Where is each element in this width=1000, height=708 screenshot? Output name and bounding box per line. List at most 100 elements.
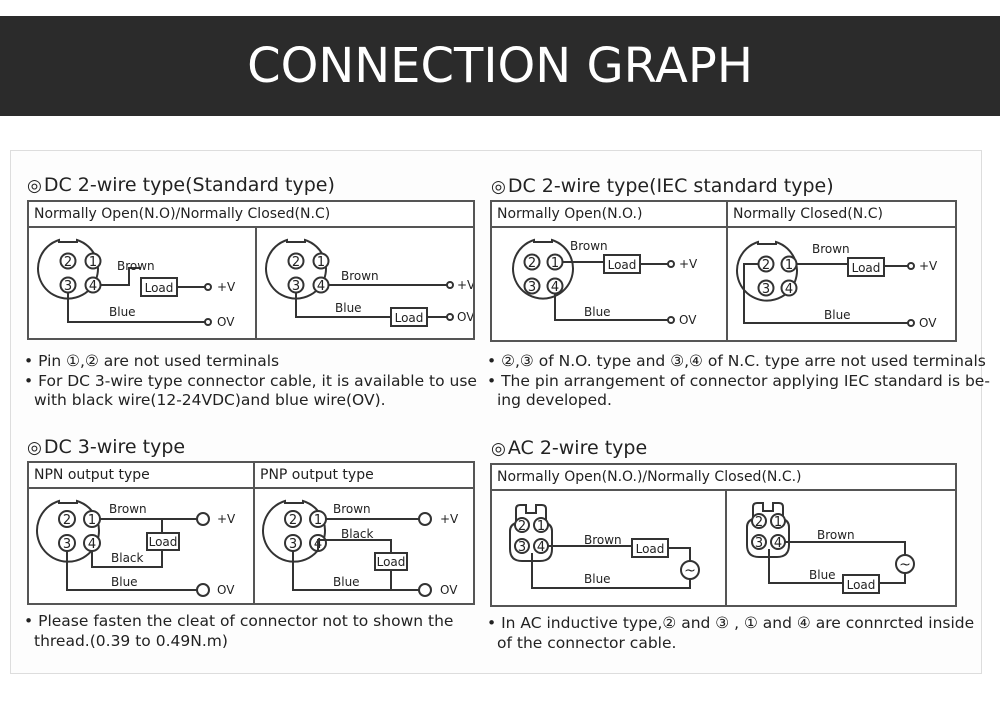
section-title-dc2-standard: ◎DC 2-wire type(Standard type) [27, 174, 335, 196]
panel-divider [726, 202, 728, 340]
blue-label: Blue [584, 305, 611, 319]
brown-label: Brown [570, 239, 608, 253]
svg-text:Load: Load [149, 535, 178, 549]
plus-v-label: +V [217, 280, 236, 294]
svg-text:1: 1 [774, 515, 782, 530]
pin-4-label: 4 [89, 279, 97, 294]
blue-wire [531, 553, 691, 589]
section-title-dc2-iec: ◎DC 2-wire type(IEC standard type) [491, 175, 834, 197]
zero-terminal [418, 583, 432, 597]
blue-wire [292, 551, 419, 591]
svg-text:OV: OV [440, 583, 458, 597]
pin-2-label: 2 [292, 255, 300, 270]
svg-text:4: 4 [88, 537, 96, 552]
dc2-iec-box: Normally Open(N.O.) Normally Closed(N.C)… [490, 200, 957, 342]
brown-label: Brown [812, 242, 850, 256]
dc2-iec-header-nc: Normally Closed(N.C) [728, 202, 955, 228]
svg-text:+V: +V [679, 257, 698, 271]
blue-wire [295, 292, 391, 318]
connector: 2 1 3 4 [512, 238, 574, 300]
pin-1-label: 1 [89, 255, 97, 270]
note-line: with black wire(12-24VDC)and blue wire(O… [34, 391, 386, 409]
svg-text:2: 2 [63, 513, 71, 528]
blue-wire [743, 263, 908, 324]
plus-terminal [667, 260, 675, 268]
zero-v-label: OV [217, 315, 235, 329]
svg-text:3: 3 [518, 540, 526, 555]
pin-3-label: 3 [292, 279, 300, 294]
ac2-right-diagram: 2 1 3 4 Brown ~ Load Blue [727, 491, 955, 605]
dc2-standard-notes: • Pin ①,② are not used terminals • For D… [24, 352, 477, 411]
load-label: Load [395, 311, 424, 325]
svg-text:OV: OV [919, 316, 937, 330]
dc3-header-pnp: PNP output type [255, 463, 473, 489]
note-line: • The pin arrangement of connector apply… [487, 371, 990, 390]
dc2-iec-notes: • ②,③ of N.O. type and ③,④ of N.C. type … [487, 352, 990, 411]
black-wire [317, 539, 392, 553]
connector: 2 1 3 4 [265, 238, 330, 300]
note-line: • For DC 3-wire type connector cable, it… [24, 371, 477, 390]
dc3-header-npn: NPN output type [29, 463, 253, 489]
dc2-standard-box: Normally Open(N.O)/Normally Closed(N.C) … [27, 200, 475, 340]
blue-label: Blue [584, 572, 611, 586]
plus-terminal [204, 283, 212, 291]
connector: 2 1 3 4 [509, 504, 553, 562]
note-line: • Pin ①,② are not used terminals [24, 352, 280, 370]
svg-text:Load: Load [608, 258, 637, 272]
connector: 2 1 3 4 [736, 240, 798, 302]
connector: 2 1 3 4 [262, 499, 327, 563]
svg-text:Load: Load [847, 578, 876, 592]
pin-3-label: 3 [64, 279, 72, 294]
svg-text:1: 1 [537, 519, 545, 534]
connector: 2 1 3 4 [37, 238, 102, 300]
blue-label: Blue [111, 575, 138, 589]
dc2-standard-left-diagram: 2 1 3 4 Brown Load +V Blue OV [29, 228, 255, 338]
blue-wire [67, 292, 205, 323]
note-line: of the connector cable. [497, 633, 677, 652]
plus-v-label: +V [457, 278, 473, 292]
panel-divider [253, 463, 255, 603]
dc3-pnp-diagram: 2 1 3 4 Brown +V Black Load Blue OV [255, 489, 473, 603]
ac2-left-diagram: 2 1 3 4 Brown Load ~ Blue [492, 491, 725, 605]
svg-text:3: 3 [289, 537, 297, 552]
blue-label: Blue [824, 308, 851, 322]
zero-terminal [204, 318, 212, 326]
svg-text:+V: +V [217, 512, 236, 526]
pin-1-label: 1 [317, 255, 325, 270]
note-line: • In AC inductive type,② and ③ , ① and ④… [487, 614, 975, 632]
panel-divider [255, 228, 257, 338]
pin-4-label: 4 [317, 279, 325, 294]
ac2-notes: • In AC inductive type,② and ③ , ① and ④… [487, 614, 974, 653]
svg-text:~: ~ [899, 557, 911, 573]
svg-text:2: 2 [528, 256, 536, 271]
black-label: Black [111, 551, 144, 565]
brown-wire [785, 541, 906, 555]
section-title-dc3: ◎DC 3-wire type [27, 436, 186, 458]
blue-wire [554, 294, 668, 321]
svg-text:4: 4 [551, 280, 559, 295]
dc3-box: NPN output type PNP output type 2 1 3 4 … [27, 461, 475, 605]
blue-label: Blue [809, 568, 836, 582]
svg-text:2: 2 [518, 519, 526, 534]
banner: CONNECTION GRAPH [0, 16, 1000, 116]
brown-label: Brown [109, 502, 147, 516]
svg-text:3: 3 [755, 536, 763, 551]
svg-text:1: 1 [88, 513, 96, 528]
svg-text:1: 1 [314, 513, 322, 528]
svg-text:1: 1 [785, 258, 793, 273]
svg-text:+V: +V [440, 512, 459, 526]
connector: 2 1 3 4 [36, 499, 101, 563]
blue-wire [768, 549, 843, 584]
note-line: • ②,③ of N.O. type and ③,④ of N.C. type … [487, 352, 986, 370]
dc3-npn-diagram: 2 1 3 4 Brown +V Load Black Blue OV [29, 489, 253, 603]
svg-text:2: 2 [762, 258, 770, 273]
svg-text:2: 2 [289, 513, 297, 528]
svg-text:1: 1 [551, 256, 559, 271]
blue-label: Blue [109, 305, 136, 319]
zero-terminal [446, 313, 454, 321]
dc2-standard-right-diagram: 2 1 3 4 Brown +V Blue Load OV [257, 228, 473, 338]
svg-text:3: 3 [528, 280, 536, 295]
blue-wire [66, 551, 197, 591]
svg-text:OV: OV [679, 313, 697, 327]
svg-text:~: ~ [684, 563, 696, 579]
